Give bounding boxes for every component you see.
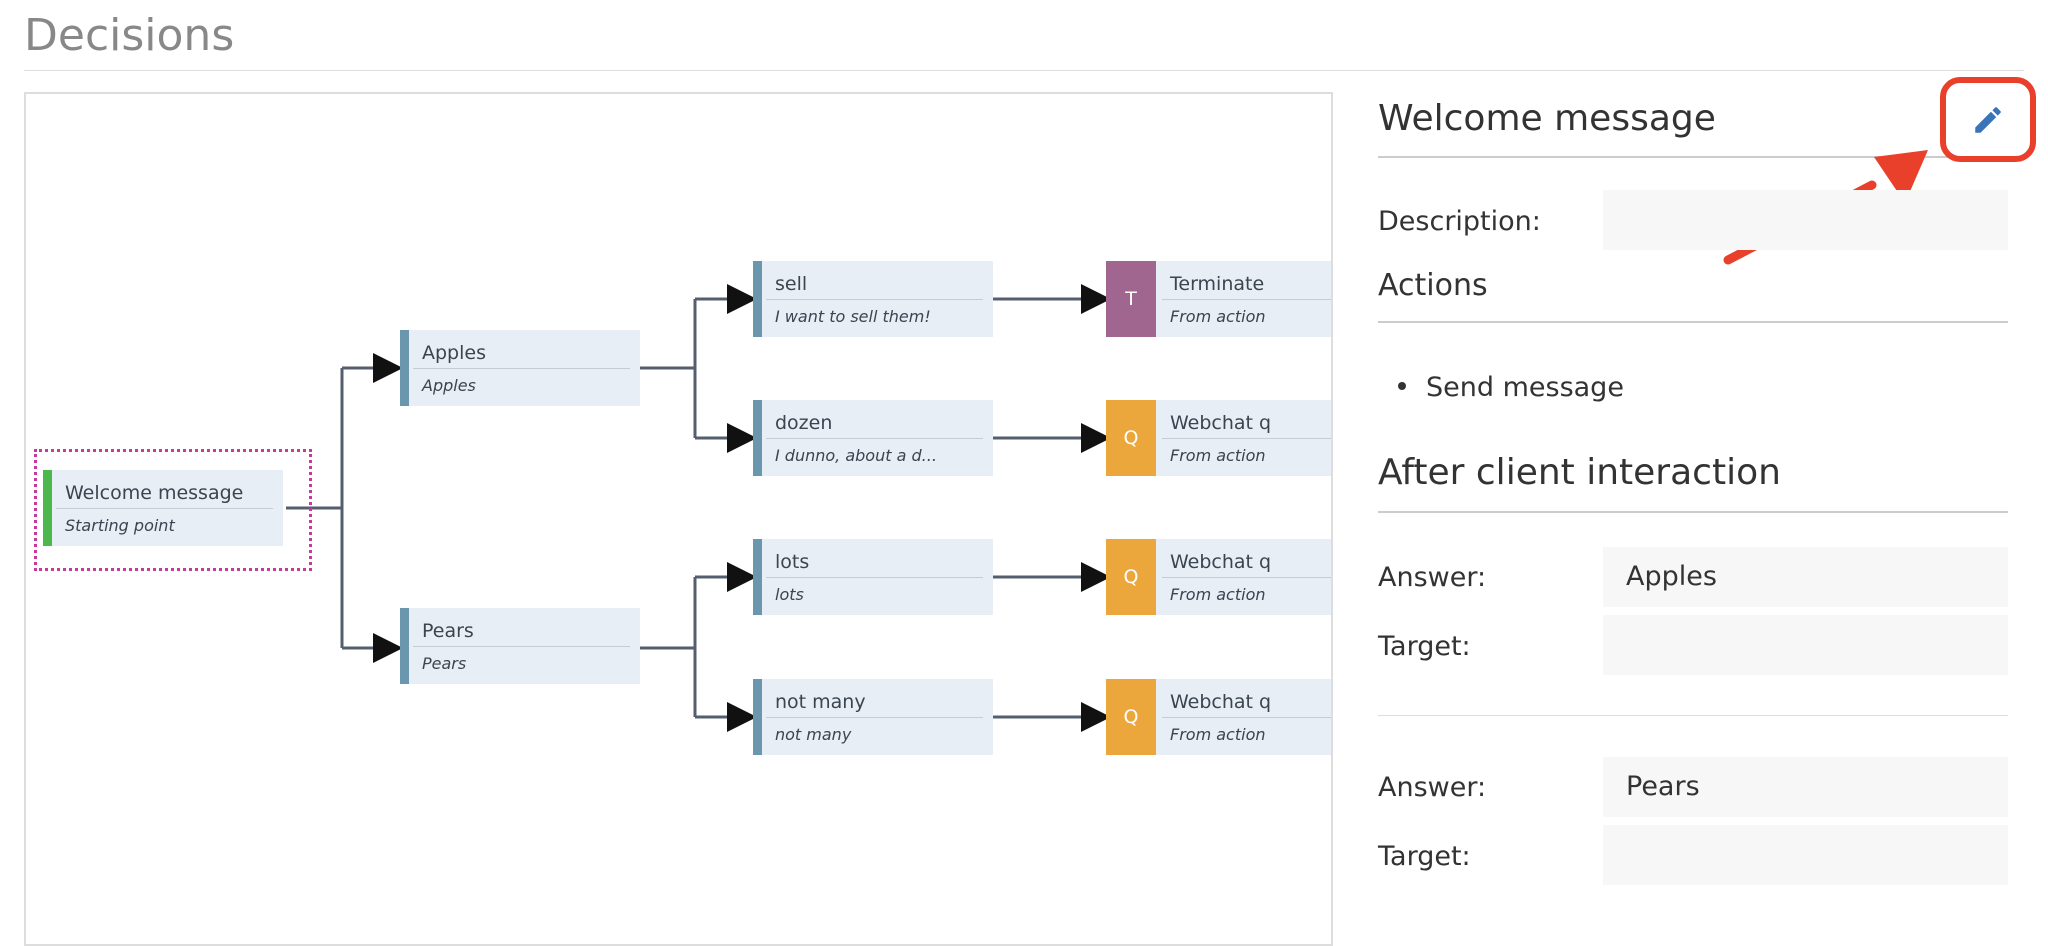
answer-field[interactable]: Apples <box>1603 547 2008 607</box>
target-subtitle: From action <box>1170 725 1266 744</box>
node-subtitle: I dunno, about a d... <box>775 446 937 465</box>
target-field[interactable] <box>1603 825 2008 885</box>
edit-button[interactable] <box>1940 77 2036 162</box>
node-subtitle: lots <box>775 585 804 604</box>
target-subtitle: From action <box>1170 585 1266 604</box>
flow-node-start[interactable]: Welcome message Starting point <box>43 470 283 546</box>
node-name: dozen <box>775 412 833 434</box>
node-name: Pears <box>422 620 474 642</box>
node-divider <box>1162 717 1331 718</box>
node-divider <box>1162 438 1331 439</box>
description-label: Description: <box>1378 206 1541 237</box>
node-status-bar <box>400 608 409 684</box>
target-name: Terminate <box>1170 273 1265 295</box>
node-status-bar <box>753 539 762 615</box>
target-name: Webchat q <box>1170 412 1272 434</box>
flow-target-terminate[interactable]: T Terminate From action <box>1106 261 1331 337</box>
node-name: lots <box>775 551 810 573</box>
node-subtitle: I want to sell them! <box>775 307 931 326</box>
node-name: sell <box>775 273 808 295</box>
action-label: Send message <box>1426 372 1624 403</box>
description-field[interactable] <box>1603 190 2008 250</box>
queue-badge: Q <box>1106 400 1156 476</box>
queue-badge: Q <box>1106 539 1156 615</box>
after-interaction-heading: After client interaction <box>1378 452 1781 493</box>
node-status-bar <box>753 400 762 476</box>
flow-node-dozen[interactable]: dozen I dunno, about a d... <box>753 400 993 476</box>
terminate-badge: T <box>1106 261 1156 337</box>
node-name: Welcome message <box>65 482 244 504</box>
target-subtitle: From action <box>1170 307 1266 326</box>
node-status-bar <box>753 679 762 755</box>
flow-target-queue[interactable]: Q Webchat q From action <box>1106 679 1331 755</box>
flow-node-sell[interactable]: sell I want to sell them! <box>753 261 993 337</box>
interaction-divider <box>1378 715 2008 716</box>
flow-node-pears[interactable]: Pears Pears <box>400 608 640 684</box>
node-divider <box>1162 299 1331 300</box>
target-label: Target: <box>1378 631 1471 662</box>
after-interaction-divider <box>1378 511 2008 513</box>
node-divider <box>1162 577 1331 578</box>
target-subtitle: From action <box>1170 446 1266 465</box>
node-status-bar <box>43 470 52 546</box>
node-subtitle: Pears <box>422 654 467 673</box>
selected-node-outline <box>34 449 312 571</box>
node-divider <box>56 508 273 509</box>
node-divider <box>766 717 983 718</box>
node-subtitle: Apples <box>422 376 476 395</box>
node-divider <box>413 646 630 647</box>
node-name: not many <box>775 691 866 713</box>
decision-flow-canvas[interactable]: Welcome message Starting point Apples Ap… <box>24 92 1333 946</box>
node-subtitle: not many <box>775 725 852 744</box>
flow-node-not-many[interactable]: not many not many <box>753 679 993 755</box>
target-name: Webchat q <box>1170 551 1272 573</box>
pencil-icon <box>1975 106 2001 133</box>
actions-divider <box>1378 321 2008 323</box>
bullet-icon <box>1398 381 1406 390</box>
node-divider <box>766 299 983 300</box>
flow-target-queue[interactable]: Q Webchat q From action <box>1106 400 1331 476</box>
flow-node-apples[interactable]: Apples Apples <box>400 330 640 406</box>
answer-field[interactable]: Pears <box>1603 757 2008 817</box>
panel-title-divider <box>1378 156 2008 158</box>
answer-label: Answer: <box>1378 562 1487 593</box>
target-field[interactable] <box>1603 615 2008 675</box>
target-label: Target: <box>1378 841 1471 872</box>
node-name: Apples <box>422 342 486 364</box>
node-divider <box>766 577 983 578</box>
page-title: Decisions <box>24 10 235 61</box>
queue-badge: Q <box>1106 679 1156 755</box>
node-divider <box>766 438 983 439</box>
title-divider <box>24 70 2024 71</box>
flow-target-queue[interactable]: Q Webchat q From action <box>1106 539 1331 615</box>
flow-node-lots[interactable]: lots lots <box>753 539 993 615</box>
panel-title: Welcome message <box>1378 98 1716 139</box>
action-list-item: Send message <box>1398 372 1624 403</box>
node-status-bar <box>753 261 762 337</box>
flow-connectors <box>286 94 1111 732</box>
node-status-bar <box>400 330 409 406</box>
target-name: Webchat q <box>1170 691 1272 713</box>
node-subtitle: Starting point <box>65 516 175 535</box>
answer-label: Answer: <box>1378 772 1487 803</box>
node-divider <box>413 368 630 369</box>
actions-heading: Actions <box>1378 268 1488 303</box>
